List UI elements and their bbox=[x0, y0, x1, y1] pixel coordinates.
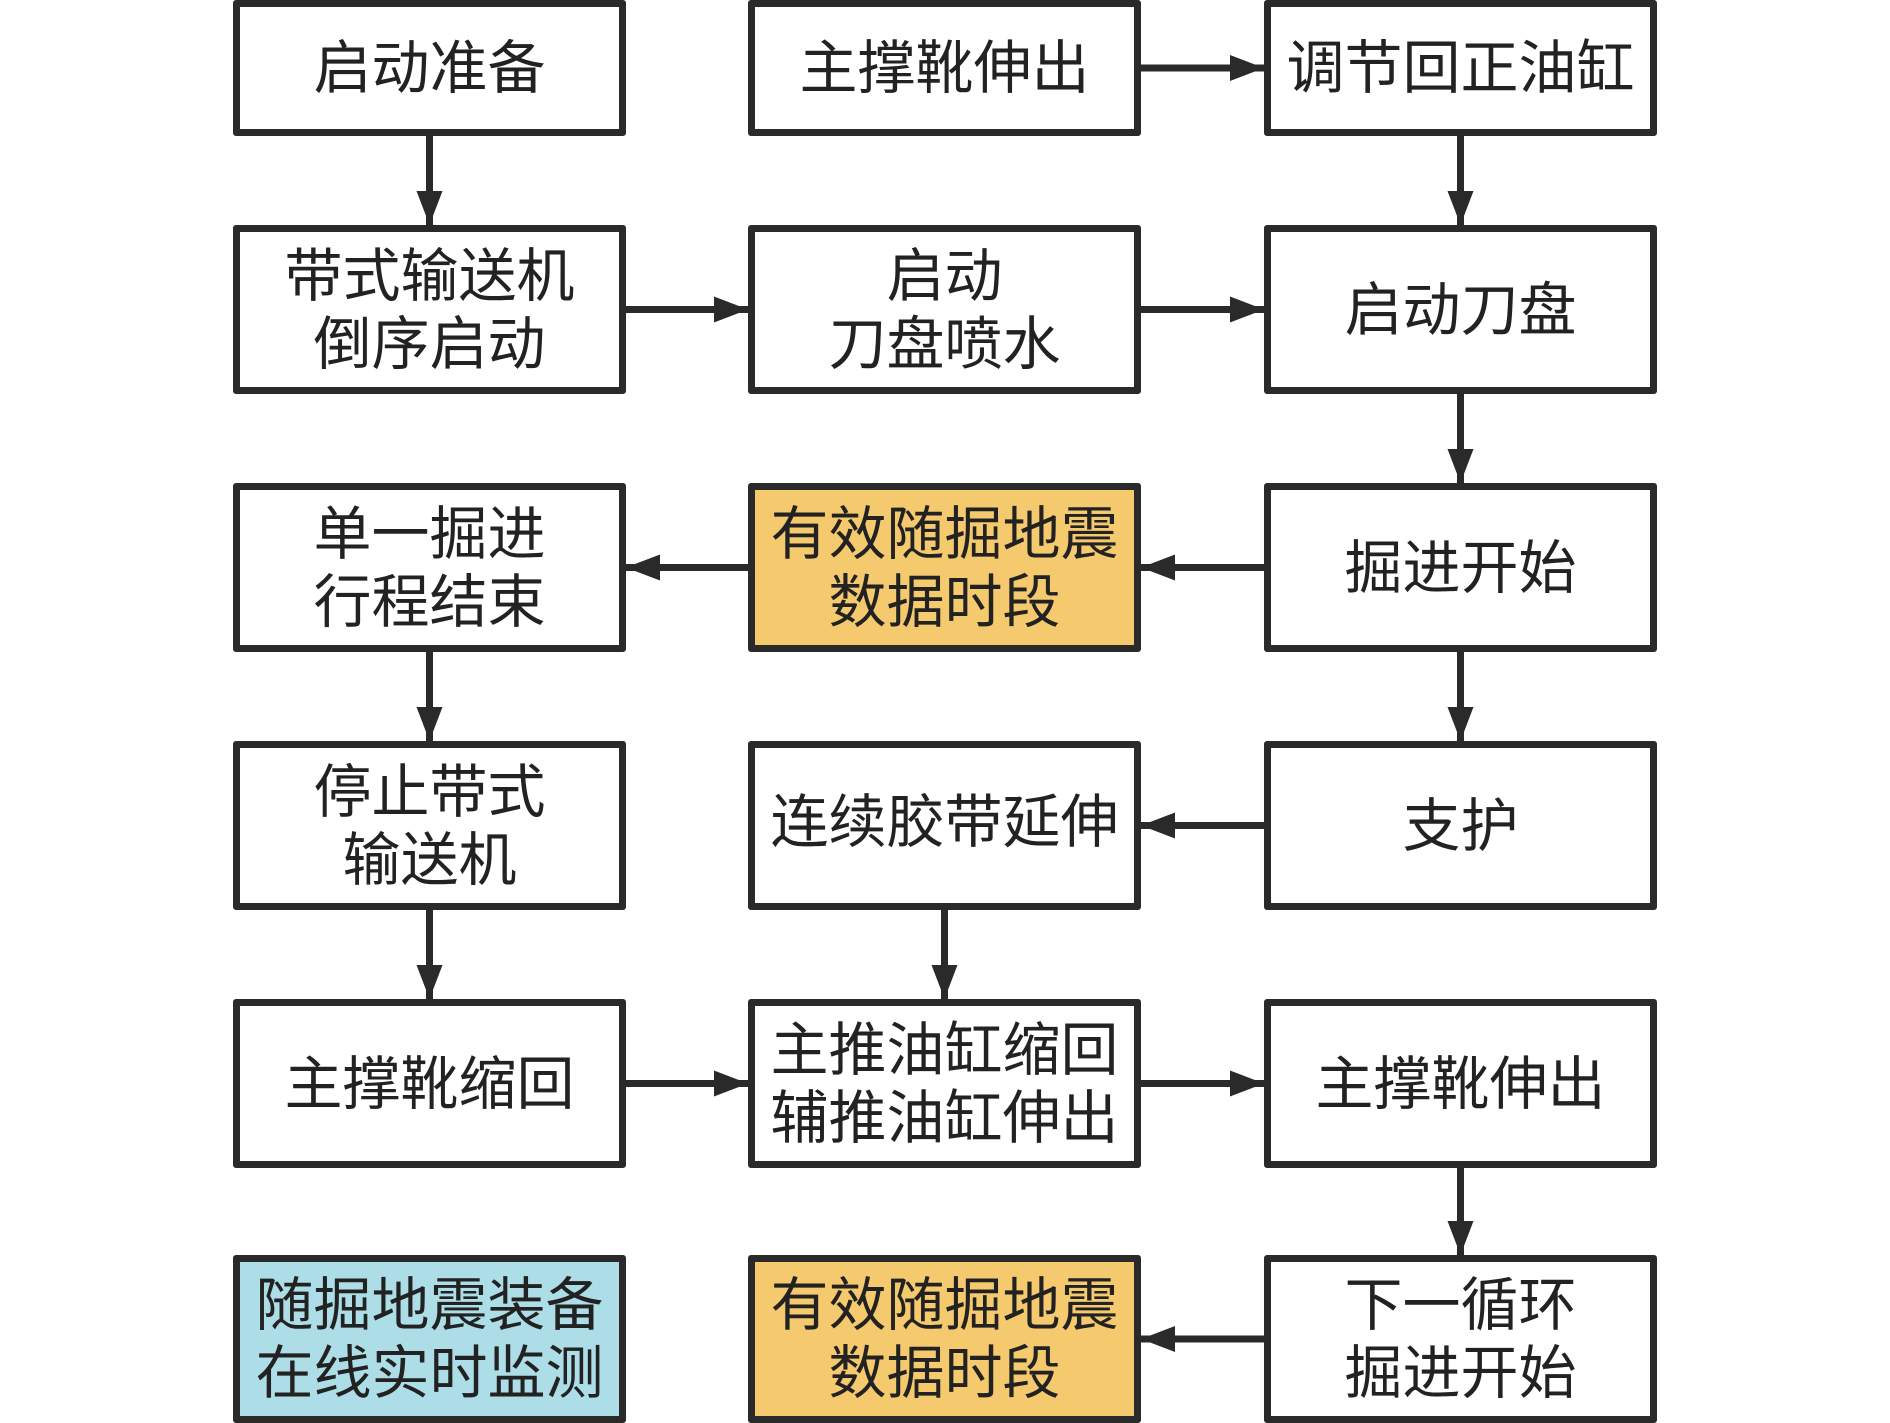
node-next-cycle-start: 下一循环 掘进开始 bbox=[1264, 1255, 1657, 1423]
node-main-gripper-extend: 主撑靴伸出 bbox=[748, 0, 1141, 136]
node-adjust-centering-cylinder: 调节回正油缸 bbox=[1264, 0, 1657, 136]
node-support: 支护 bbox=[1264, 741, 1657, 910]
node-start-cutterhead-spray: 启动 刀盘喷水 bbox=[748, 225, 1141, 394]
node-valid-seismic-window-1: 有效随掘地震 数据时段 bbox=[748, 483, 1141, 652]
node-valid-seismic-window-2: 有效随掘地震 数据时段 bbox=[748, 1255, 1141, 1423]
node-continuous-belt-extend: 连续胶带延伸 bbox=[748, 741, 1141, 910]
node-single-stroke-end: 单一掘进 行程结束 bbox=[233, 483, 626, 652]
node-thrust-cylinders: 主推油缸缩回 辅推油缸伸出 bbox=[748, 999, 1141, 1168]
node-start-cutterhead: 启动刀盘 bbox=[1264, 225, 1657, 394]
node-startup-prep: 启动准备 bbox=[233, 0, 626, 136]
node-online-monitoring-legend: 随掘地震装备 在线实时监测 bbox=[233, 1255, 626, 1423]
node-tunneling-start: 掘进开始 bbox=[1264, 483, 1657, 652]
node-conveyor-reverse-start: 带式输送机 倒序启动 bbox=[233, 225, 626, 394]
node-main-gripper-extend-2: 主撑靴伸出 bbox=[1264, 999, 1657, 1168]
node-stop-conveyor: 停止带式 输送机 bbox=[233, 741, 626, 910]
node-main-gripper-retract: 主撑靴缩回 bbox=[233, 999, 626, 1168]
